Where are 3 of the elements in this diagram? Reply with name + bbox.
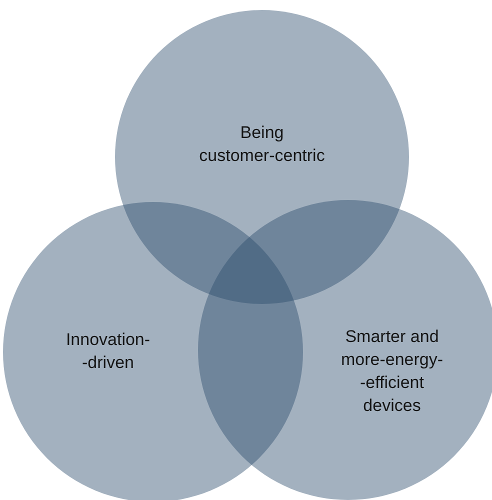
circle-label: Smarter and more-energy- -efficient devices [340, 326, 444, 417]
circle-label: Innovation- -driven [64, 329, 152, 374]
circle-label: Being customer-centric [198, 122, 326, 167]
